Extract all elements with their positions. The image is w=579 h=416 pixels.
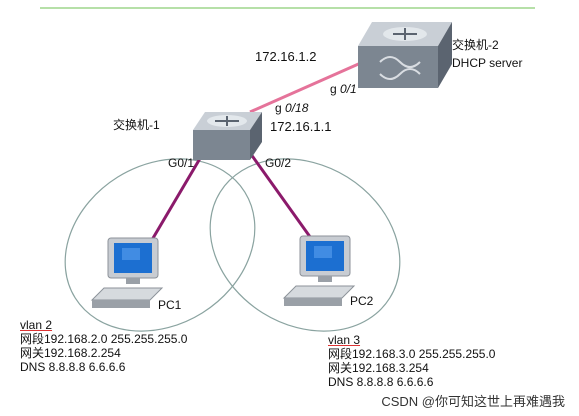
vlan3-dns: DNS 8.8.8.8 6.6.6.6 <box>328 375 434 389</box>
vlan3-ellipse <box>209 158 401 332</box>
switch1-uplink-port: g 0/18 <box>275 101 308 115</box>
vlan3-gateway: 网关192.168.3.254 <box>328 361 429 375</box>
switch2-port-prefix: g <box>330 82 337 96</box>
link-switch1-pc2 <box>246 149 320 249</box>
switch2-name: 交换机-2 <box>452 38 499 52</box>
vlan2-segment: 网段192.168.2.0 255.255.255.0 <box>20 332 188 346</box>
vlan2-info: vlan 2 网段192.168.2.0 255.255.255.0 网关192… <box>20 318 187 374</box>
pc1-icon <box>90 237 164 308</box>
switch1-port-right: G0/2 <box>265 156 292 170</box>
switch2-role: DHCP server <box>452 56 523 70</box>
switch1-uplink-port-prefix: g <box>275 101 282 115</box>
vlan2-dns: DNS 8.8.8.8 6.6.6.6 <box>20 360 126 374</box>
link-switch1-pc1 <box>144 149 207 251</box>
vlan2-gateway: 网关192.168.2.254 <box>20 346 121 360</box>
uplink-link <box>249 56 373 114</box>
switch1-ip: 172.16.1.1 <box>270 119 332 134</box>
vlan3-info: vlan 3 网段192.168.3.0 255.255.255.0 网关192… <box>328 333 495 389</box>
switch1-port-left: G0/1 <box>168 156 195 170</box>
switch1-uplink-port-number: 0/18 <box>285 101 309 115</box>
switch1-name: 交换机-1 <box>113 118 160 132</box>
vlan3-title: vlan 3 <box>328 333 361 347</box>
pc1-label: PC1 <box>158 298 182 312</box>
switch2-port: g 0/1 <box>330 82 357 96</box>
switch1-icon <box>193 112 262 160</box>
vlan2-title: vlan 2 <box>20 318 53 332</box>
vlan2-ellipse <box>64 158 256 332</box>
vlan3-segment: 网段192.168.3.0 255.255.255.0 <box>328 347 496 361</box>
switch2-icon <box>358 22 452 88</box>
pc2-icon <box>282 235 356 306</box>
switch2-ip: 172.16.1.2 <box>255 49 317 64</box>
watermark: CSDN @你可知这世上再难遇我 <box>379 391 567 410</box>
switch2-port-number: 0/1 <box>340 82 357 96</box>
pc2-label: PC2 <box>350 294 374 308</box>
